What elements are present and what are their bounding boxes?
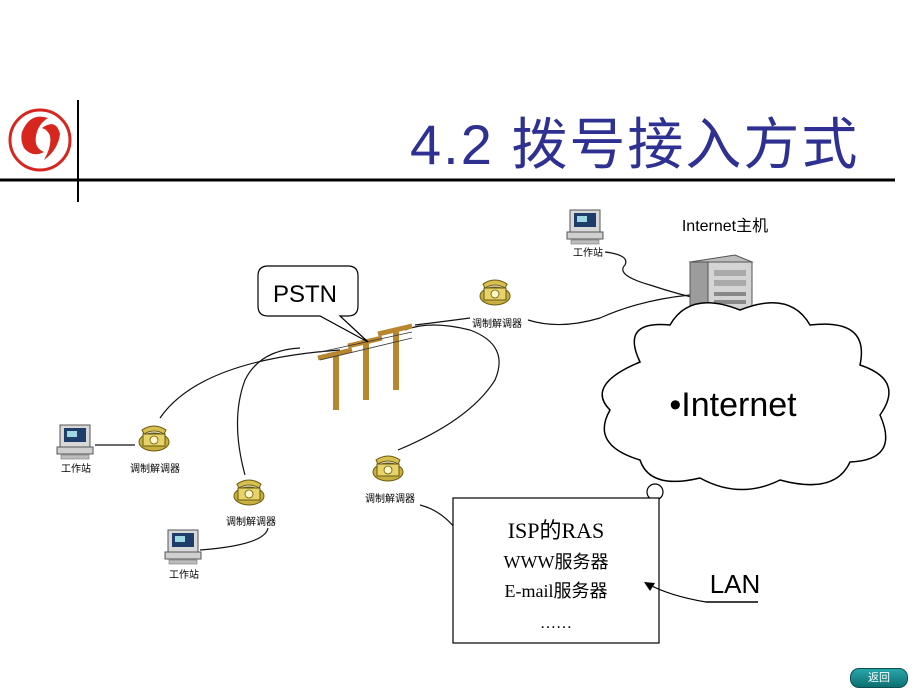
workstation-top-label: 工作站 <box>573 246 603 259</box>
workstation-left-label: 工作站 <box>61 462 91 475</box>
modem-top-icon <box>479 279 511 306</box>
workstation-bottom-icon <box>164 529 202 565</box>
lan-label: LAN <box>710 569 761 599</box>
internet-host-label: Internet主机 <box>682 217 768 235</box>
slide-title: 4.2 拨号接入方式 <box>410 113 860 176</box>
internet-cloud <box>601 302 890 521</box>
connection-lines <box>95 251 706 551</box>
isp-line-3: E-mail服务器 <box>505 581 608 601</box>
isp-line-1: ISP的RAS <box>508 518 605 543</box>
workstation-left-icon <box>56 424 94 460</box>
workstation-top-icon <box>566 209 604 245</box>
lan-arrowhead <box>644 582 655 591</box>
modem-left-label: 调制解调器 <box>130 462 180 475</box>
modem-left-icon <box>138 425 170 452</box>
pstn-label: PSTN <box>273 281 337 308</box>
pstn-poles <box>317 323 413 410</box>
modem-mid-icon <box>233 479 265 506</box>
isp-box <box>452 497 660 644</box>
modem-top-label: 调制解调器 <box>472 317 522 330</box>
isp-line-4: …… <box>540 615 572 632</box>
workstation-bottom-label: 工作站 <box>169 568 199 581</box>
isp-line-2: WWW服务器 <box>504 552 609 572</box>
modem-isp-icon <box>372 455 404 482</box>
return-button[interactable]: 返回 <box>850 668 908 688</box>
modem-mid-label: 调制解调器 <box>226 515 276 528</box>
logo <box>8 108 72 172</box>
pstn-callout <box>257 265 369 343</box>
internet-label: •Internet <box>669 386 797 424</box>
modem-isp-label: 调制解调器 <box>365 492 415 505</box>
